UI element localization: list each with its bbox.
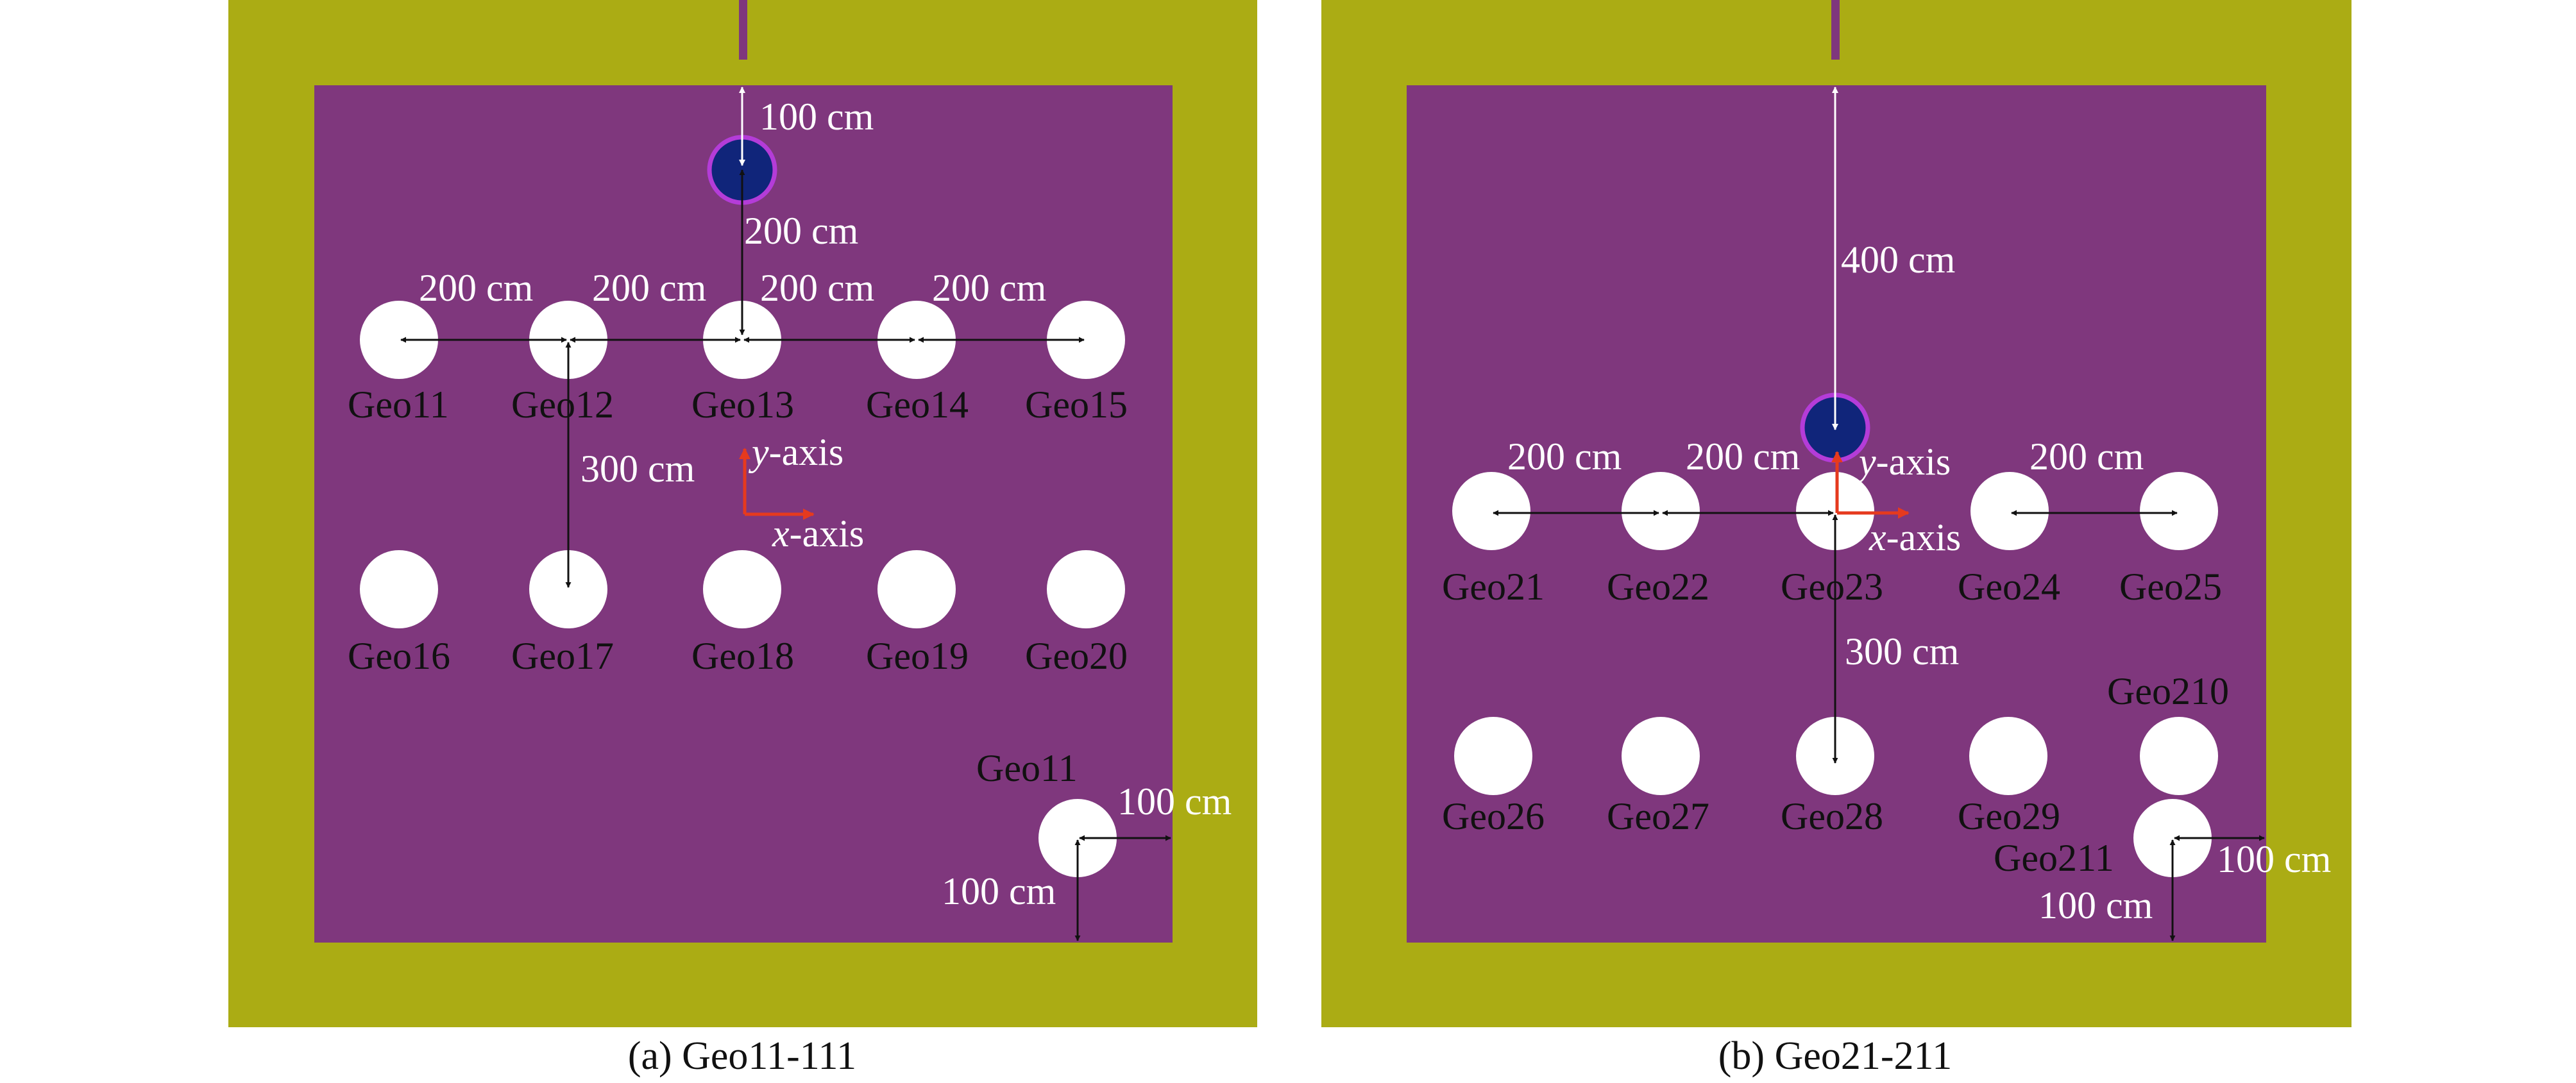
geo-label-b4: Geo24: [1958, 566, 2060, 608]
geo-circle-a8: [703, 550, 781, 628]
geo-label-b8: Geo28: [1781, 795, 1883, 837]
panel-a-dimension-lines: [400, 87, 1171, 941]
panel-b-geo-circles: [1452, 472, 2218, 877]
geo-circle-a6: [360, 550, 438, 628]
geo-label-a5: Geo15: [1025, 383, 1128, 426]
geo-circle-b5: [2140, 472, 2218, 550]
geo-circle-b2: [1622, 472, 1700, 550]
geo-label-a8: Geo18: [691, 635, 794, 677]
panel-a-caption: (a) Geo11-111: [628, 1034, 856, 1078]
dim-b-edge-right-label: 100 cm: [2217, 838, 2331, 880]
geo-label-a10: Geo20: [1025, 635, 1128, 677]
geo-label-b7: Geo27: [1607, 795, 1709, 837]
dim-a-spacing-2-label: 200 cm: [592, 267, 706, 309]
geo-circle-a10: [1047, 550, 1125, 628]
geo-label-a9: Geo19: [866, 635, 969, 677]
geo-circle-a9: [877, 550, 956, 628]
dim-a-row-gap-label: 300 cm: [580, 448, 695, 490]
dim-a-spacing-4-label: 200 cm: [932, 267, 1046, 309]
geo-circle-a4: [877, 301, 956, 379]
geo-circle-a3: [703, 301, 781, 379]
geo-label-b6: Geo26: [1442, 795, 1545, 837]
panel-a-geo-circles: [360, 301, 1125, 877]
y-axis-label: y-axis: [748, 431, 843, 473]
geo-label-a2: Geo12: [511, 383, 614, 426]
geo-label-a1: Geo11: [348, 383, 449, 426]
geo-circle-b7: [1622, 717, 1700, 795]
geo-label-b2: Geo22: [1607, 566, 1709, 608]
dim-b-row-gap-label: 300 cm: [1845, 630, 1959, 673]
dim-a-source-row-label: 200 cm: [744, 210, 858, 252]
geo-label-b1: Geo21: [1442, 566, 1545, 608]
geo-circle-b3: [1796, 472, 1874, 550]
geo-label-a4: Geo14: [866, 383, 969, 426]
panel-b-dimension-lines: [1493, 87, 2265, 941]
geo-circle-a2: [529, 301, 607, 379]
panel-b-caption: (b) Geo21-211: [1718, 1034, 1952, 1078]
dim-a-edge-right-label: 100 cm: [1117, 780, 1232, 823]
y-axis-label-b: y-axis: [1855, 441, 1951, 483]
x-axis-label-b: x-axis: [1868, 516, 1961, 558]
geo-circle-b1: [1452, 472, 1530, 550]
dim-b-spacing-1-label: 200 cm: [1507, 435, 1622, 478]
panel-a-feed-slot: [739, 0, 747, 60]
geo-label-b10: Geo210: [2107, 670, 2229, 712]
geo-circle-a1: [360, 301, 438, 379]
panel-b-labels: 400 cm 200 cm 200 cm 200 cm 300 cm 100 c…: [1442, 239, 2331, 927]
geo-circle-b9: [1969, 717, 2047, 795]
geo-label-a3: Geo13: [691, 383, 794, 426]
geo-circle-b11: [2133, 799, 2212, 877]
dim-a-spacing-1-label: 200 cm: [419, 267, 533, 309]
panel-a-axes: [739, 448, 815, 520]
geo-label-b9: Geo29: [1958, 795, 2060, 837]
dim-a-top-label: 100 cm: [759, 96, 874, 138]
geo-circle-a5: [1047, 301, 1125, 379]
dim-b-spacing-2-label: 200 cm: [1686, 435, 1800, 478]
geo-label-b3: Geo23: [1781, 566, 1883, 608]
geo-circle-b10: [2140, 717, 2218, 795]
panel-a: 100 cm 200 cm 200 cm 200 cm 200 cm 200 c…: [228, 0, 1257, 1078]
geo-circle-a7: [529, 550, 607, 628]
geo-circle-b6: [1454, 717, 1532, 795]
geo-circle-a-corner: [1038, 799, 1117, 877]
panel-b-feed-slot: [1831, 0, 1840, 60]
geo-circle-b4: [1970, 472, 2049, 550]
geo-label-b5: Geo25: [2119, 566, 2222, 608]
geo-label-b11: Geo211: [1994, 837, 2114, 879]
geo-label-a-corner: Geo11: [976, 747, 1078, 789]
panel-a-labels: 100 cm 200 cm 200 cm 200 cm 200 cm 200 c…: [348, 96, 1232, 912]
dim-b-top-label: 400 cm: [1841, 239, 1955, 281]
panel-b-axes: [1831, 451, 1910, 519]
panel-b: 400 cm 200 cm 200 cm 200 cm 300 cm 100 c…: [1321, 0, 2351, 1078]
dim-a-spacing-3-label: 200 cm: [760, 267, 874, 309]
geo-label-a7: Geo17: [511, 635, 614, 677]
dim-b-edge-bottom-label: 100 cm: [2038, 884, 2153, 927]
geo-label-a6: Geo16: [348, 635, 450, 677]
x-axis-label: x-axis: [772, 512, 864, 555]
dim-b-spacing-4-label: 200 cm: [2029, 435, 2144, 478]
dim-a-edge-bottom-label: 100 cm: [942, 870, 1056, 912]
